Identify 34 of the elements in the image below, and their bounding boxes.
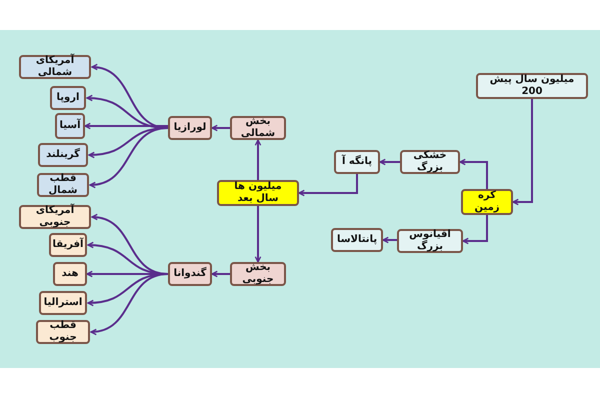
continent-box: قطب جنوب	[36, 320, 90, 344]
topic-box: کره زمین	[461, 189, 513, 215]
continent-box: گرینلند	[38, 143, 88, 167]
arrow	[379, 158, 400, 166]
continent-box: آمریکای جنوبی	[19, 205, 91, 229]
topic-box: گندوانا	[168, 262, 212, 286]
continent-box: استرالیا	[39, 291, 87, 315]
topic-box: میلیون سال پیش 200	[476, 73, 588, 99]
continent-box: قطب شمال	[37, 173, 89, 197]
arrow	[90, 273, 168, 335]
arrow	[211, 124, 230, 132]
topic-box: لورازیا	[168, 116, 212, 140]
topic-box: میلیون ها سال بعد	[217, 180, 299, 206]
arrow	[459, 158, 488, 189]
arrow	[512, 99, 533, 206]
continent-box: اروپا	[50, 86, 86, 110]
arrow	[89, 127, 168, 188]
continent-box: هند	[53, 262, 87, 286]
topic-box: اقیانوس بزرگ	[397, 229, 463, 253]
topic-box: بخش جنوبی	[230, 262, 286, 286]
arrow	[462, 215, 488, 244]
arrow	[254, 139, 262, 180]
arrow	[254, 206, 262, 263]
topic-box: پانتالاسا	[331, 228, 383, 252]
arrow	[298, 174, 358, 196]
topic-box: بخش شمالی	[230, 116, 286, 140]
arrow	[211, 270, 230, 278]
arrow	[382, 236, 397, 244]
continent-box: آسیا	[55, 113, 85, 139]
continent-box: آمریکای شمالی	[19, 55, 91, 79]
topic-box: خشکی بزرگ	[400, 150, 460, 174]
topic-box: پانگه آ	[334, 150, 380, 174]
arrow	[84, 122, 168, 130]
continent-box: آفریقا	[49, 233, 87, 257]
